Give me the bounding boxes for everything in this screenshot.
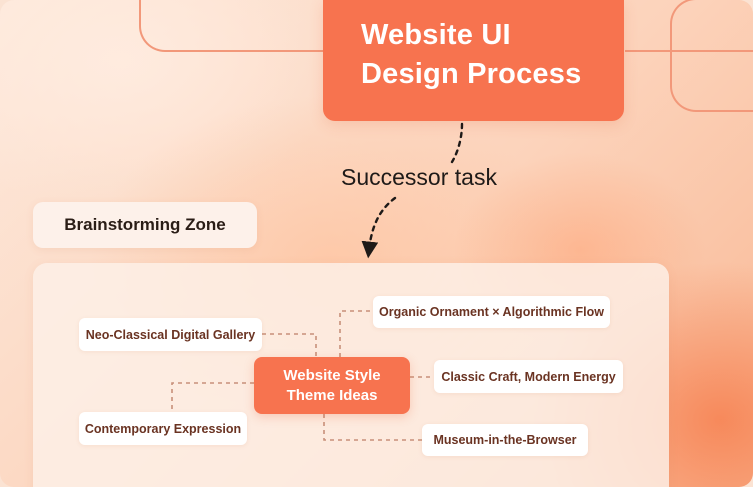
central-topic-line-2: Theme Ideas <box>286 386 378 404</box>
successor-arrow-upper <box>450 122 464 164</box>
process-title-line-2: Design Process <box>361 58 582 90</box>
process-title-card[interactable]: Website UI Design Process <box>323 0 624 121</box>
idea-node-museum[interactable]: Museum-in-the-Browser <box>422 424 588 456</box>
successor-arrow-lower <box>361 196 397 259</box>
decorative-outline-left <box>139 0 401 52</box>
idea-node-classic-craft[interactable]: Classic Craft, Modern Energy <box>434 360 623 393</box>
idea-node-contemporary[interactable]: Contemporary Expression <box>79 412 247 445</box>
brainstorming-zone-label[interactable]: Brainstorming Zone <box>33 202 257 248</box>
successor-task-label: Successor task <box>341 164 497 190</box>
link-organic <box>339 310 373 357</box>
process-title-line-1: Website UI <box>361 19 511 51</box>
idea-node-neo-classical[interactable]: Neo-Classical Digital Gallery <box>79 318 262 351</box>
link-neo-classical <box>262 333 317 357</box>
central-topic-node[interactable]: Website Style Theme Ideas <box>254 357 410 414</box>
idea-node-organic[interactable]: Organic Ornament × Algorithmic Flow <box>373 296 610 328</box>
decorative-line-right <box>625 0 753 52</box>
link-museum <box>323 414 422 441</box>
link-contemporary <box>171 382 254 412</box>
decorative-outline-right <box>670 0 753 112</box>
central-topic-line-1: Website Style <box>283 366 381 384</box>
